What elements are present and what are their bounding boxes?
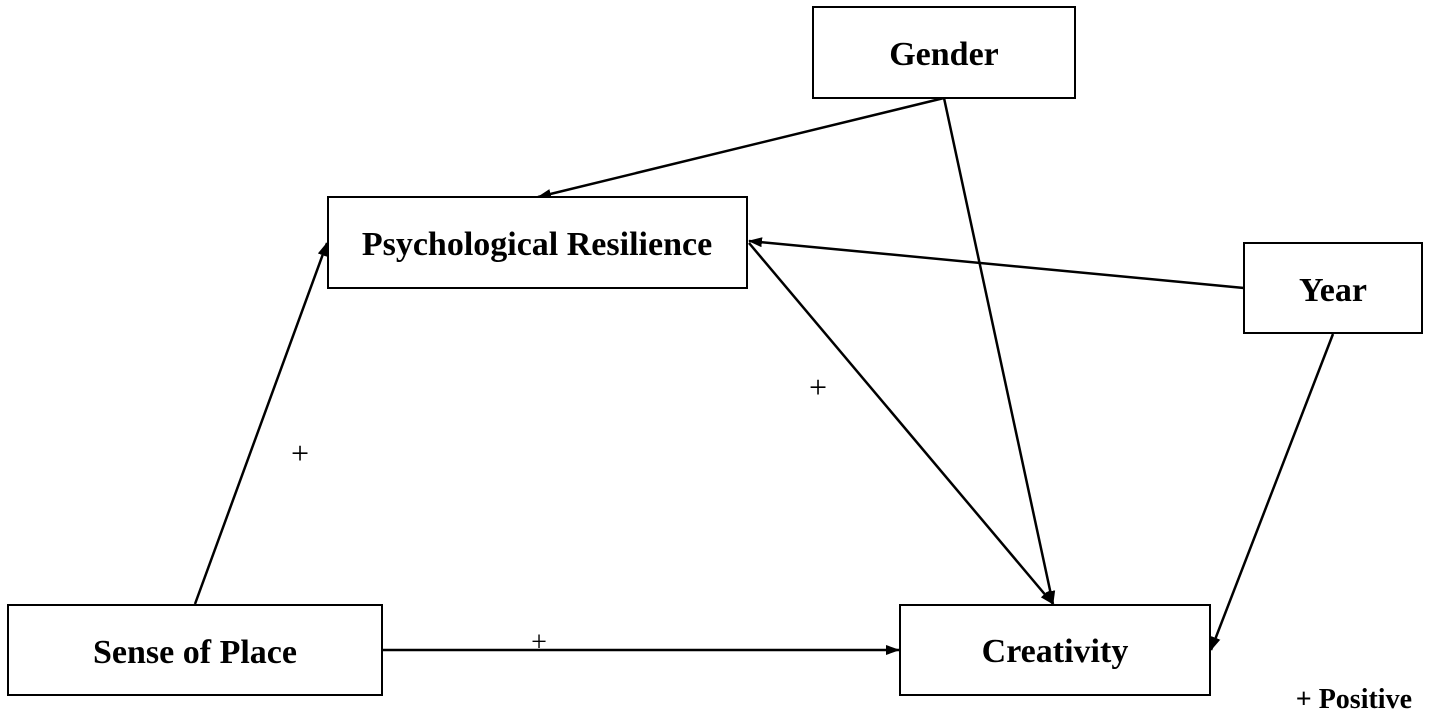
node-psychological-resilience-label: Psychological Resilience (362, 226, 712, 263)
edge-sense-to-resilience (193, 242, 329, 605)
sign-sense-to-creativity: + (531, 627, 547, 658)
node-creativity-label: Creativity (982, 633, 1129, 670)
legend-positive: + Positive (1296, 684, 1412, 715)
node-gender: Gender (812, 6, 1076, 99)
node-sense-of-place: Sense of Place (7, 604, 383, 696)
node-year: Year (1243, 242, 1423, 334)
node-year-label: Year (1299, 272, 1367, 309)
node-psychological-resilience: Psychological Resilience (327, 196, 748, 289)
edge-resilience-to-creativity (748, 242, 1054, 605)
edge-gender-to-resilience (537, 96, 945, 199)
node-creativity: Creativity (899, 604, 1211, 696)
sign-resilience-to-creativity: + (809, 369, 827, 405)
edge-gender-to-creativity (942, 97, 1056, 605)
node-sense-of-place-label: Sense of Place (93, 634, 297, 671)
edge-year-to-creativity (1209, 333, 1335, 651)
sign-sense-to-resilience: + (291, 435, 309, 471)
node-gender-label: Gender (889, 36, 999, 73)
edge-year-to-resilience (748, 237, 1245, 290)
